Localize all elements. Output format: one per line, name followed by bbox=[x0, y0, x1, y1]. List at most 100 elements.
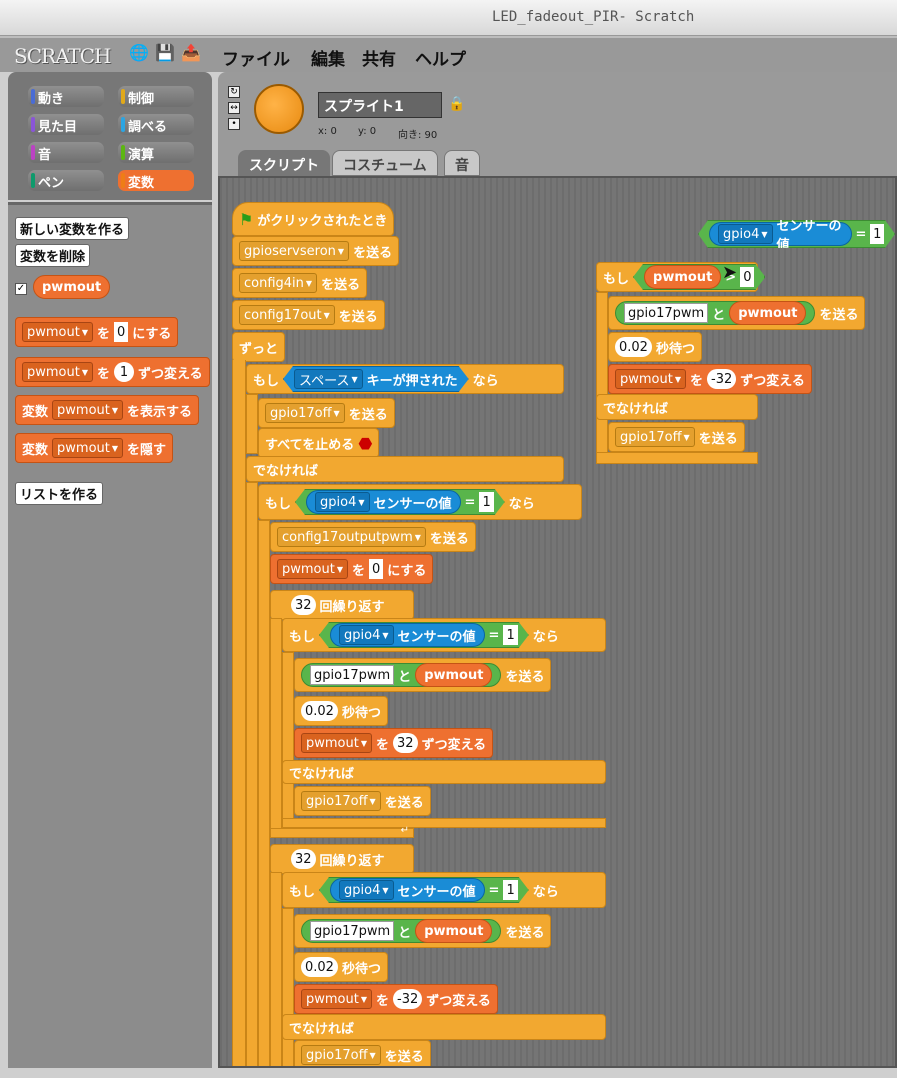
lock-icon[interactable]: 🔒 bbox=[448, 96, 466, 112]
message-dropdown[interactable]: gpio17off▼ bbox=[301, 791, 381, 811]
tab-sounds[interactable]: 音 bbox=[444, 150, 480, 176]
message-dropdown[interactable]: config17out▼ bbox=[239, 305, 335, 325]
broadcast-block[interactable]: config17out▼を送る bbox=[232, 300, 385, 330]
key-dropdown[interactable]: スペース▼ bbox=[294, 369, 363, 389]
menu-file[interactable]: ファイル bbox=[222, 50, 290, 70]
flip-style-icon[interactable]: ↔ bbox=[228, 102, 240, 114]
broadcast-block[interactable]: config17outputpwm▼を送る bbox=[270, 522, 476, 552]
wait-seconds[interactable]: 0.02 bbox=[301, 701, 338, 721]
equals-condition[interactable]: gpio4▼センサーの値=1 bbox=[319, 877, 529, 903]
sensor-dropdown[interactable]: gpio4▼ bbox=[718, 224, 773, 244]
broadcast-block[interactable]: gpioservseron▼を送る bbox=[232, 236, 400, 266]
wait-seconds[interactable]: 0.02 bbox=[301, 957, 338, 977]
script-area[interactable]: ⚑がクリックされたとき gpioservseron▼を送る config4in▼… bbox=[218, 176, 897, 1068]
broadcast-block[interactable]: gpio17off▼を送る bbox=[294, 1040, 431, 1066]
category-control[interactable]: 制御 bbox=[118, 86, 194, 107]
equals-value[interactable]: 1 bbox=[870, 224, 884, 244]
broadcast-block[interactable]: config4in▼を送る bbox=[232, 268, 368, 298]
rotate-style-icon[interactable]: ↻ bbox=[228, 86, 240, 98]
variable-reporter-pwmout[interactable]: pwmout bbox=[415, 663, 493, 687]
equals-condition[interactable]: gpio4▼センサーの値=1 bbox=[295, 489, 505, 515]
key-pressed-condition[interactable]: スペース▼キーが押された bbox=[283, 366, 469, 392]
equals-condition-loose[interactable]: gpio4▼センサーの値=1 bbox=[698, 220, 895, 248]
variable-checkbox[interactable]: ✓ bbox=[15, 283, 27, 295]
sensor-dropdown[interactable]: gpio4▼ bbox=[339, 880, 394, 900]
broadcast-block[interactable]: gpio17off▼を送る bbox=[608, 422, 745, 452]
message-dropdown[interactable]: gpio17off▼ bbox=[615, 427, 695, 447]
message-dropdown[interactable]: gpio17off▼ bbox=[265, 403, 345, 423]
variable-dropdown[interactable]: pwmout▼ bbox=[277, 559, 348, 579]
no-rotate-icon[interactable]: • bbox=[228, 118, 240, 130]
sensor-dropdown[interactable]: gpio4▼ bbox=[315, 492, 370, 512]
change-value[interactable]: 32 bbox=[393, 733, 418, 753]
sensor-dropdown[interactable]: gpio4▼ bbox=[339, 625, 394, 645]
greater-than-condition[interactable]: pwmout>0 bbox=[633, 264, 765, 290]
broadcast-block[interactable]: gpio17off▼を送る bbox=[294, 786, 431, 816]
sensor-value-reporter[interactable]: gpio4▼センサーの値 bbox=[709, 222, 852, 246]
sprite-name-input[interactable]: スプライト1 bbox=[318, 92, 442, 118]
change-value[interactable]: -32 bbox=[393, 989, 423, 1009]
variable-reporter-pwmout[interactable]: pwmout bbox=[33, 275, 111, 299]
variable-reporter-pwmout[interactable]: pwmout bbox=[415, 919, 493, 943]
make-list-button[interactable]: リストを作る bbox=[15, 482, 104, 505]
tab-scripts[interactable]: スクリプト bbox=[238, 150, 330, 176]
delete-variable-button[interactable]: 変数を削除 bbox=[15, 244, 91, 267]
variable-reporter-pwmout[interactable]: pwmout bbox=[644, 265, 721, 289]
repeat-count[interactable]: 32 bbox=[291, 849, 316, 869]
join-text[interactable]: gpio17pwm bbox=[310, 921, 395, 941]
variable-dropdown[interactable]: pwmout▼ bbox=[615, 369, 686, 389]
variable-reporter-pwmout[interactable]: pwmout bbox=[729, 301, 807, 325]
variable-dropdown[interactable]: pwmout▼ bbox=[22, 322, 93, 342]
compare-value[interactable]: 0 bbox=[740, 267, 754, 287]
broadcast-block[interactable]: gpio17off▼を送る bbox=[258, 398, 395, 428]
join-text[interactable]: gpio17pwm bbox=[624, 303, 709, 323]
category-looks[interactable]: 見た目 bbox=[28, 114, 104, 135]
message-dropdown[interactable]: config4in▼ bbox=[239, 273, 318, 293]
tab-costumes[interactable]: コスチューム bbox=[332, 150, 438, 176]
set-value[interactable]: 0 bbox=[114, 322, 129, 342]
variable-dropdown[interactable]: pwmout▼ bbox=[301, 733, 372, 753]
sensor-value-reporter[interactable]: gpio4▼センサーの値 bbox=[330, 623, 485, 647]
category-operators[interactable]: 演算 bbox=[118, 142, 194, 163]
sensor-value-reporter[interactable]: gpio4▼センサーの値 bbox=[330, 878, 485, 902]
message-dropdown[interactable]: config17outputpwm▼ bbox=[277, 527, 426, 547]
forever-block[interactable]: ずっと bbox=[232, 332, 286, 362]
equals-value[interactable]: 1 bbox=[479, 492, 493, 512]
share-icon[interactable]: 📤 bbox=[181, 42, 201, 62]
sprite-thumbnail[interactable] bbox=[254, 84, 304, 134]
if-else-block[interactable]: もしスペース▼キーが押されたなら bbox=[246, 364, 564, 394]
category-pen[interactable]: ペン bbox=[28, 170, 104, 191]
variable-dropdown[interactable]: pwmout▼ bbox=[52, 400, 124, 420]
wait-seconds[interactable]: 0.02 bbox=[615, 337, 652, 357]
category-variables[interactable]: 変数 bbox=[118, 170, 194, 191]
change-value[interactable]: -32 bbox=[707, 369, 737, 389]
message-dropdown[interactable]: gpioservseron▼ bbox=[239, 241, 350, 261]
category-motion[interactable]: 動き bbox=[28, 86, 104, 107]
change-value[interactable]: 1 bbox=[114, 362, 135, 382]
variable-dropdown[interactable]: pwmout▼ bbox=[301, 989, 372, 1009]
variable-dropdown[interactable]: pwmout▼ bbox=[52, 438, 124, 458]
sensor-value-reporter[interactable]: gpio4▼センサーの値 bbox=[306, 490, 461, 514]
equals-value[interactable]: 1 bbox=[503, 625, 517, 645]
category-sensing[interactable]: 調べる bbox=[118, 114, 194, 135]
stop-all-block[interactable]: すべてを止める⬣ bbox=[258, 428, 380, 458]
save-icon[interactable]: 💾 bbox=[155, 42, 175, 62]
